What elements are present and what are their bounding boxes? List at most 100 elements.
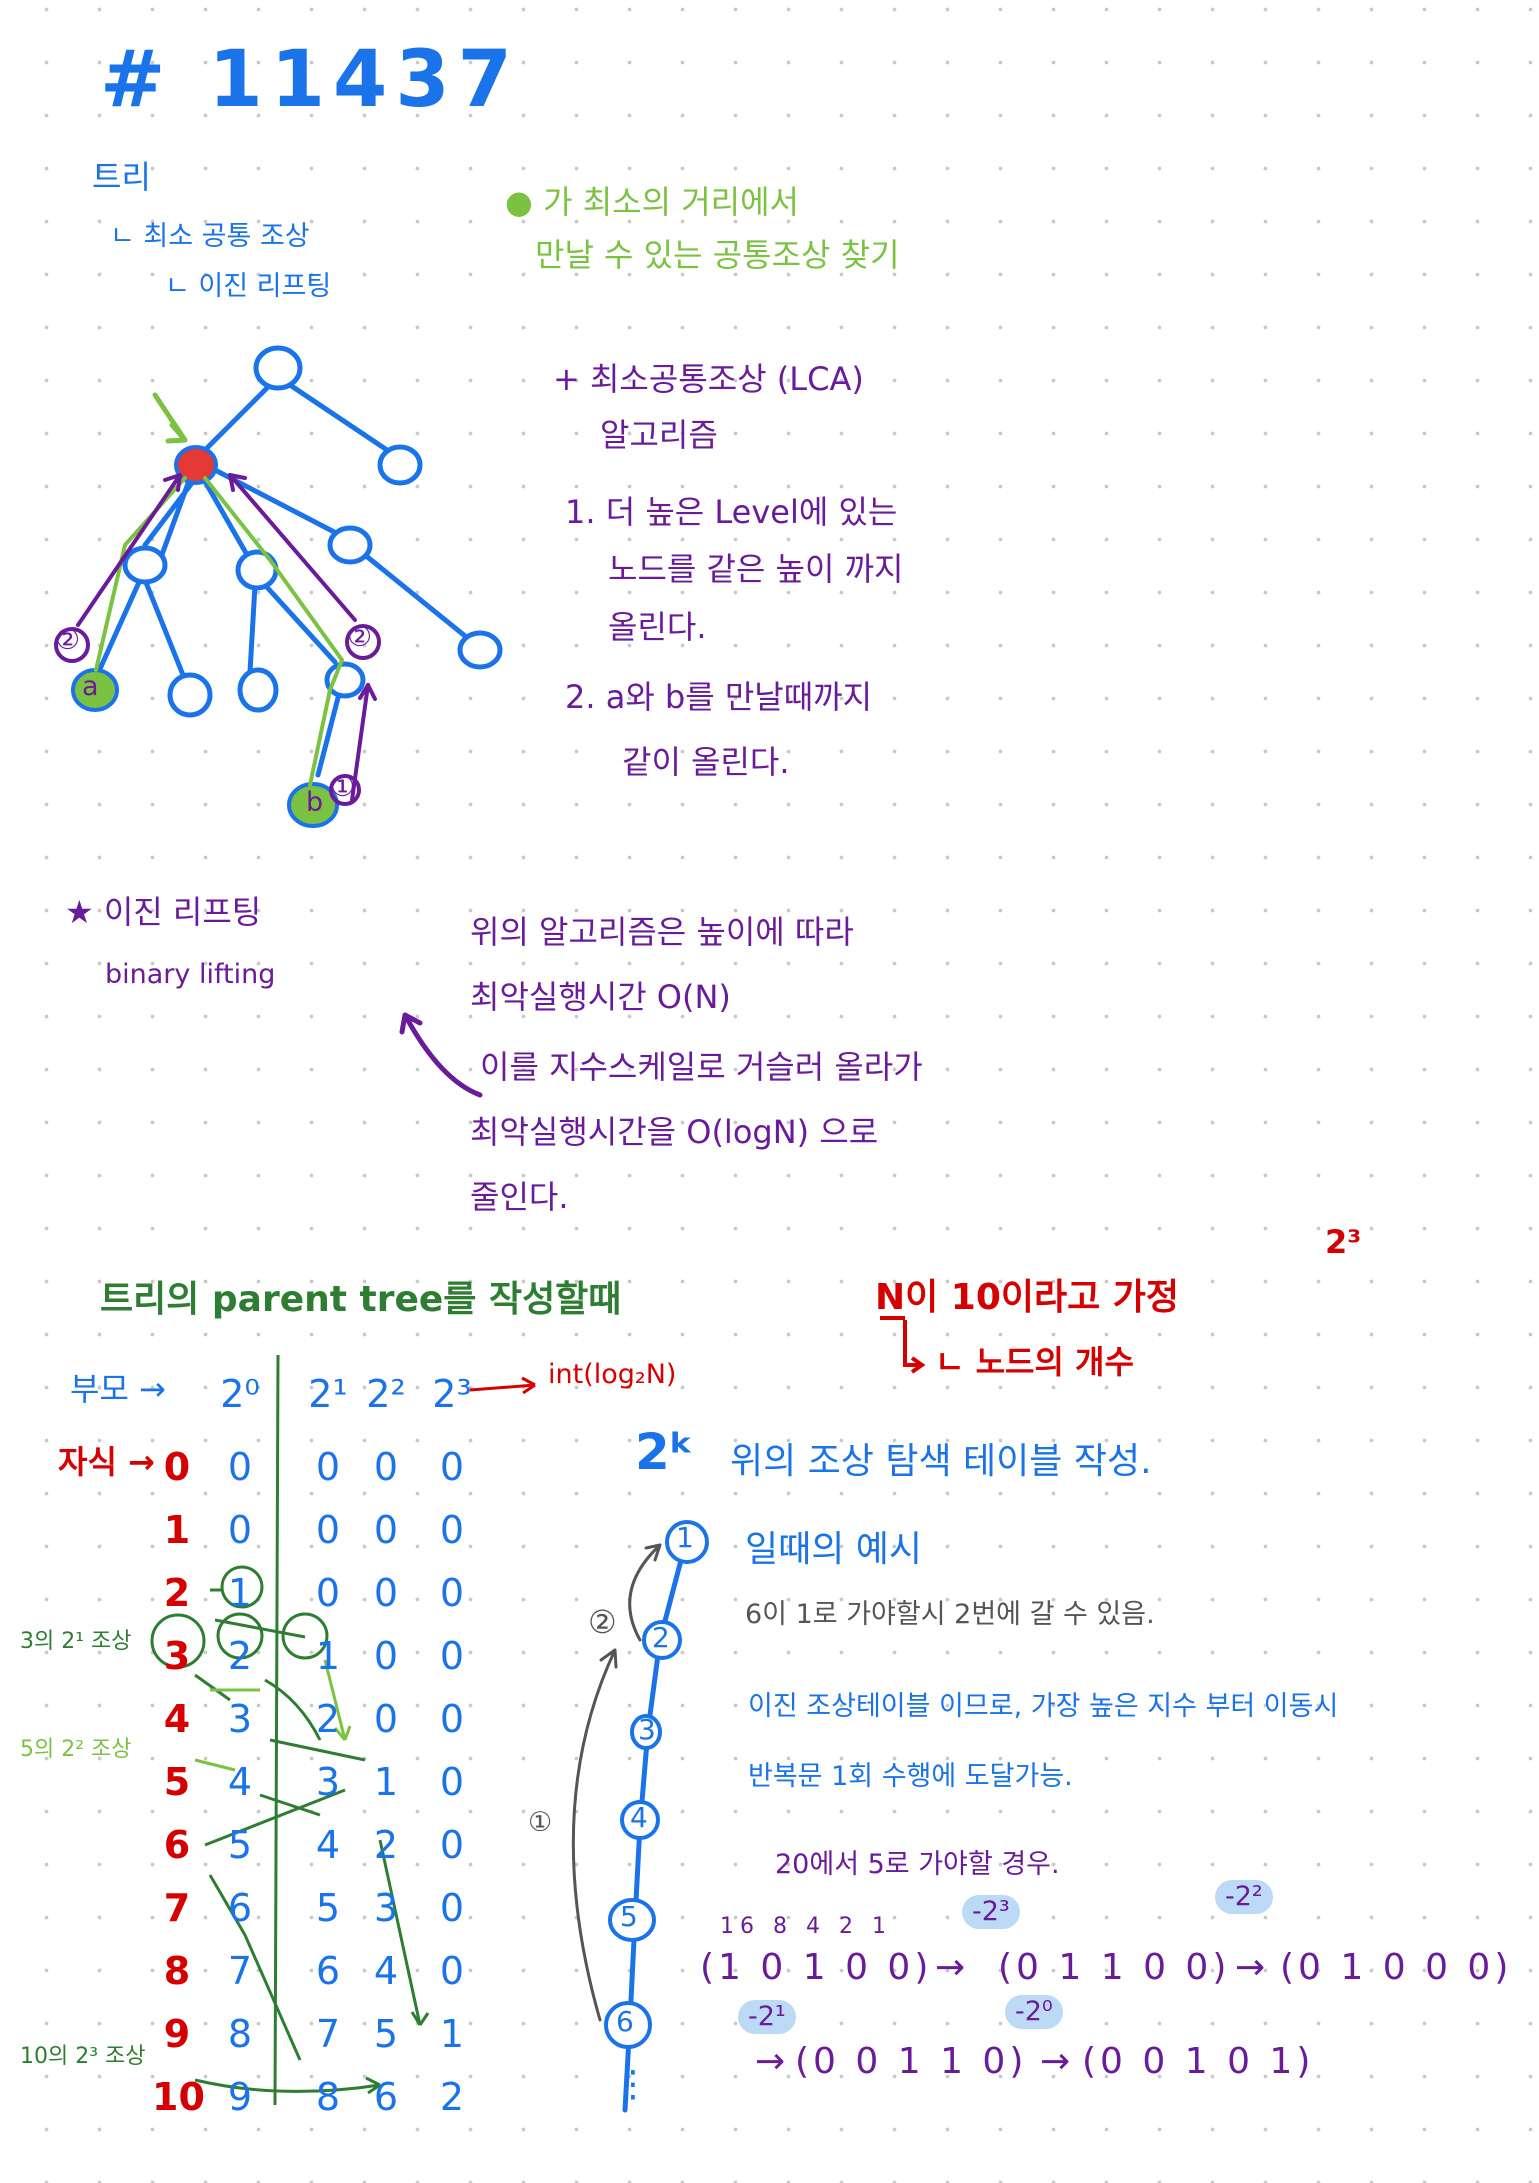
lca-step2-line2: 같이 올린다. [622, 743, 790, 781]
bits-1: (1 0 1 0 0) [700, 1947, 933, 1988]
binary-text-2: 최악실행시간 O(N) [470, 978, 731, 1016]
ancestor-cell: 0 [373, 1508, 399, 1552]
ancestor-cell: 0 [315, 1571, 341, 1615]
ancestor-cell: 8 [227, 2012, 253, 2056]
ancestor-cell: 4 [227, 1760, 253, 1804]
ancestor-cell: 5 [315, 1886, 341, 1930]
lca-step1-line3: 올린다. [608, 608, 707, 646]
lca-heading: + 최소공통조상 (LCA) [553, 360, 864, 398]
ancestor-heading: 위의 조상 탐색 테이블 작성. [730, 1441, 1152, 1482]
column-header: 2² [366, 1372, 406, 1416]
ancestor-example: 일때의 예시 [745, 1529, 923, 1570]
topic-lca: ㄴ 최소 공통 조상 [110, 221, 310, 252]
ancestor-cell: 6 [315, 1949, 341, 1993]
minus-2-one: -2¹ [738, 2000, 796, 2034]
ancestor-cell: 0 [439, 1508, 465, 1552]
binary-heading-en: binary lifting [105, 959, 276, 990]
bits-3: (0 1 0 0 0) [1280, 1947, 1513, 1988]
ancestor-cell: 0 [227, 1508, 253, 1552]
ancestor-note-2: 이진 조상테이블 이므로, 가장 높은 지수 부터 이동시 [748, 1691, 1339, 1722]
ancestor-cell: 0 [315, 1445, 341, 1489]
ancestor-cell: 4 [315, 1823, 341, 1867]
minus-2-squared: -2² [1215, 1880, 1273, 1914]
child-index: 10 [152, 2075, 205, 2119]
arrow-4: → [1040, 2041, 1071, 2082]
child-index: 5 [163, 1760, 191, 1804]
ancestor-cell: 0 [315, 1508, 341, 1552]
minus-2-cubed: -2³ [962, 1895, 1020, 1929]
child-index: 0 [163, 1445, 191, 1489]
assumption-n: N이 10이라고 가정 [875, 1277, 1180, 1318]
ancestor-cell: 0 [439, 1886, 465, 1930]
side-note-3: 3의 2¹ 조상 [20, 1629, 132, 1654]
ancestor-cell: 0 [439, 1760, 465, 1804]
ancestor-cell: 0 [439, 1697, 465, 1741]
tree-diagram [54, 345, 503, 828]
ancestor-cell: 7 [227, 1949, 253, 1993]
jump-one-label: ① [528, 1807, 553, 1838]
bits-5: (0 0 1 0 1) [1082, 2041, 1315, 2082]
ancestor-cell: 3 [227, 1697, 253, 1741]
step-two-left: ② [55, 623, 81, 656]
table-divider [273, 1354, 280, 2106]
ancestor-cell: 1 [315, 1634, 341, 1678]
ancestor-cell: 2 [373, 1823, 399, 1867]
ancestor-note-3: 반복문 1회 수행에 도달가능. [748, 1761, 1073, 1792]
lca-step1-line2: 노드를 같은 높이 까지 [608, 550, 904, 588]
child-label: 자식 → [58, 1443, 155, 1481]
ancestor-cell: 5 [373, 2012, 399, 2056]
ancestor-cell: 5 [227, 1823, 253, 1867]
ancestor-cell: 0 [373, 1445, 399, 1489]
child-index: 7 [163, 1886, 191, 1930]
ancestor-cell: 1 [439, 2012, 465, 2056]
ancestor-note-1: 6이 1로 가야할시 2번에 갈 수 있음. [745, 1599, 1155, 1630]
chain-dots: ⋮ [615, 2064, 651, 2105]
column-header: 2¹ [308, 1372, 348, 1416]
binary-text-5: 줄인다. [470, 1178, 569, 1216]
chain-node-label: 2 [652, 1621, 670, 1654]
ancestor-cell: 0 [439, 1949, 465, 1993]
ancestor-cell: 0 [439, 1571, 465, 1615]
ancestor-cell: 6 [373, 2075, 399, 2119]
step-two-right: ② [347, 620, 373, 653]
log-label: int(log₂N) [548, 1359, 677, 1390]
jump-two-label: ② [588, 1603, 617, 1641]
child-index: 2 [163, 1571, 191, 1615]
topic-binary-lifting: ㄴ 이진 리프팅 [165, 271, 332, 302]
binary-text-3: 이를 지수스케일로 거슬러 올라가 [480, 1048, 923, 1086]
ancestor-cell: 9 [227, 2075, 253, 2119]
binary-lifting-arrow [399, 1012, 483, 1098]
child-index: 9 [163, 2012, 191, 2056]
child-index: 8 [163, 1949, 191, 1993]
lca-heading-2: 알고리즘 [600, 416, 718, 454]
lca-step1-line1: 1. 더 높은 Level에 있는 [565, 493, 898, 531]
node-b-label: b [306, 787, 324, 818]
chain-node-label: 1 [676, 1521, 694, 1554]
ancestor-cell: 8 [315, 2075, 341, 2119]
side-note-10: 10의 2³ 조상 [20, 2044, 146, 2069]
chain-node-label: 4 [630, 1801, 648, 1834]
arrow-1: → [935, 1947, 966, 1988]
binary-text-4: 최악실행시간을 O(logN) 으로 [470, 1113, 879, 1151]
ancestor-cell: 0 [439, 1634, 465, 1678]
corner-power: 2³ [1325, 1223, 1362, 1261]
ancestor-power: 2ᵏ [635, 1423, 695, 1481]
ancestor-cell: 1 [373, 1760, 399, 1804]
arrow-3: → [755, 2041, 786, 2082]
ancestor-cell: 2 [227, 1634, 253, 1678]
topic-tree: 트리 [92, 158, 151, 196]
side-note-5: 5의 2² 조상 [20, 1737, 132, 1762]
ancestor-cell: 0 [373, 1634, 399, 1678]
parent-tree-heading: 트리의 parent tree를 작성할때 [100, 1279, 622, 1320]
lca-step2-line1: 2. a와 b를 만날때까지 [565, 678, 873, 716]
ancestor-cell: 7 [315, 2012, 341, 2056]
child-index: 3 [163, 1634, 191, 1678]
ancestor-chain [571, 1520, 709, 2113]
ancestor-cell: 6 [227, 1886, 253, 1930]
chain-node-label: 3 [638, 1713, 656, 1746]
column-header: 2³ [432, 1372, 472, 1416]
ancestor-cell: 0 [439, 1823, 465, 1867]
ancestor-cell: 0 [439, 1445, 465, 1489]
child-index: 6 [163, 1823, 191, 1867]
